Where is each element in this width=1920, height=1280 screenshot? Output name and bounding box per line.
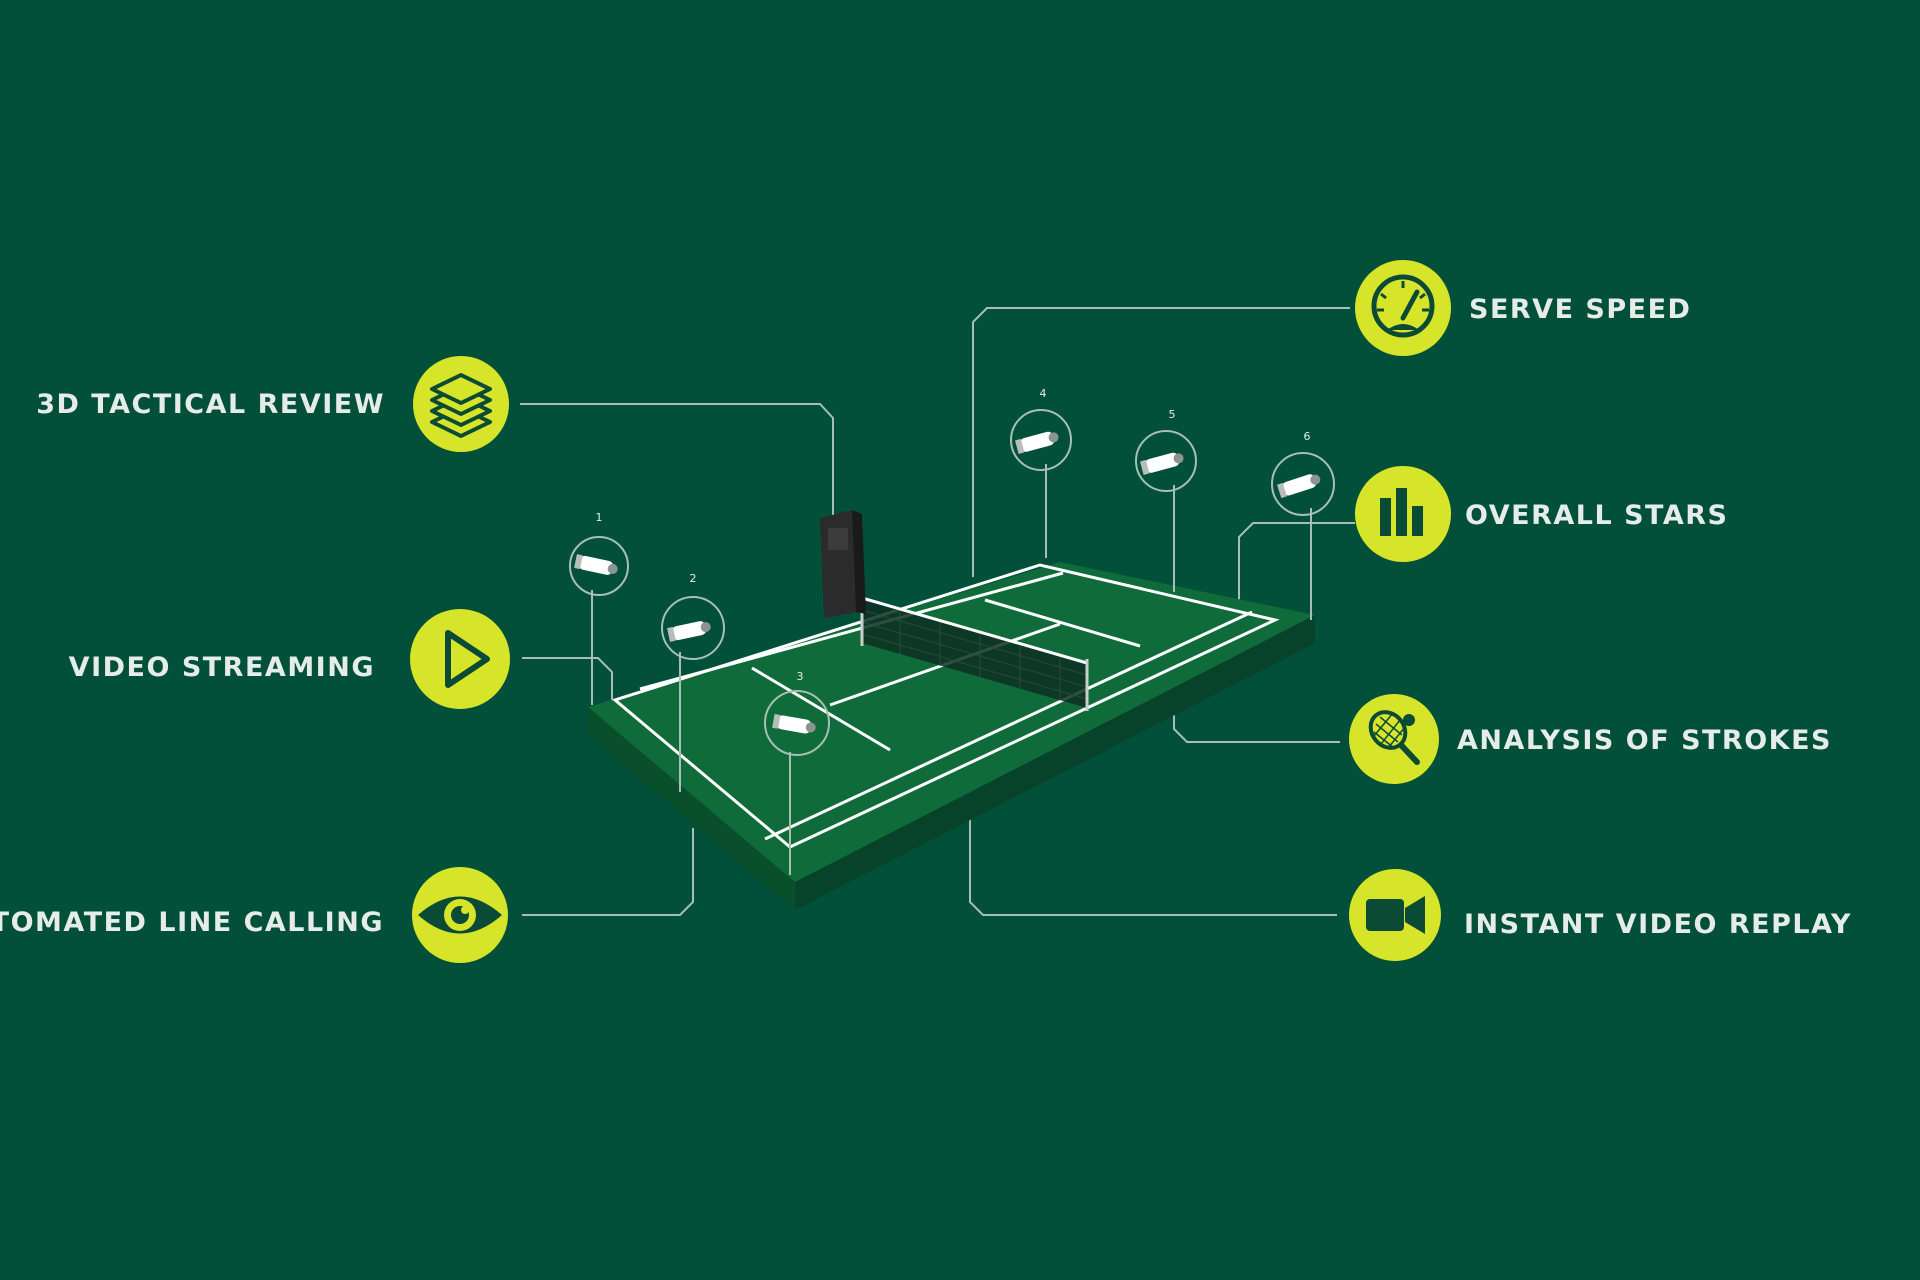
feature-overall-stars: OVERALL STARS	[1355, 466, 1728, 562]
feature-video-streaming: VIDEO STREAMING	[69, 609, 510, 709]
tennis-racket-icon	[1368, 710, 1420, 765]
bar-chart-icon	[1380, 488, 1423, 536]
court-side-left	[588, 707, 795, 910]
video-replay-label: INSTANT VIDEO REPLAY	[1464, 909, 1852, 940]
line-calling-label: AUTOMATED LINE CALLING	[0, 907, 384, 938]
tennis-net	[860, 594, 1089, 711]
tactical-review-label: 3D TACTICAL REVIEW	[36, 389, 385, 420]
camera-4: 4	[1010, 387, 1072, 558]
camera-6: 6	[1271, 430, 1335, 620]
connector-tactical-review	[520, 403, 834, 515]
camera-2: 2	[661, 572, 725, 792]
singles-sideline-b	[764, 610, 1253, 841]
connector-overall-stars	[1238, 522, 1355, 600]
video-streaming-label: VIDEO STREAMING	[69, 652, 375, 683]
connector-video-streaming	[522, 657, 613, 705]
server-tower-icon	[820, 510, 866, 618]
feature-line-calling: AUTOMATED LINE CALLING	[0, 867, 508, 963]
court-side-right	[795, 615, 1315, 910]
feature-stroke-analysis: ANALYSIS OF STROKES	[1349, 694, 1832, 784]
camera-number-6: 6	[1304, 430, 1311, 443]
overall-stars-label: OVERALL STARS	[1465, 500, 1728, 531]
feature-video-replay: INSTANT VIDEO REPLAY	[1349, 869, 1852, 961]
net-mesh	[862, 598, 1087, 708]
camera-number-1: 1	[596, 511, 603, 524]
feature-tactical-review: 3D TACTICAL REVIEW	[36, 356, 509, 452]
net-tape	[861, 596, 1088, 665]
connector-video-replay	[969, 790, 1337, 916]
stroke-analysis-label: ANALYSIS OF STROKES	[1457, 725, 1832, 756]
camera-2-icon	[667, 621, 711, 642]
camera-number-2: 2	[690, 572, 697, 585]
singles-sideline-a	[639, 571, 1064, 691]
camera-1: 1	[569, 511, 629, 705]
serve-speed-label: SERVE SPEED	[1469, 294, 1691, 325]
camera-3: 3	[764, 670, 830, 875]
court-surface	[588, 562, 1315, 882]
service-line-near	[751, 666, 891, 752]
layers-icon	[430, 373, 492, 438]
play-icon	[445, 630, 490, 688]
camera-5-icon	[1140, 452, 1184, 475]
camera-3-icon	[772, 713, 816, 734]
serve-speed-badge	[1355, 260, 1451, 356]
cameras: 1 2 3	[569, 387, 1335, 875]
camera-number-4: 4	[1040, 387, 1047, 400]
camera-number-5: 5	[1169, 408, 1176, 421]
video-camera-icon	[1366, 896, 1425, 934]
camera-5: 5	[1135, 408, 1197, 592]
service-line-far	[984, 598, 1141, 648]
connector-lines	[520, 307, 1355, 916]
camera-4-icon	[1015, 431, 1059, 454]
connector-line-calling	[522, 828, 694, 916]
speedometer-icon	[1371, 274, 1435, 338]
tennis-court	[588, 562, 1315, 910]
connector-serve-speed	[972, 307, 1350, 577]
camera-6-icon	[1277, 474, 1321, 499]
feature-serve-speed: SERVE SPEED	[1355, 260, 1691, 356]
camera-number-3: 3	[797, 670, 804, 683]
eye-icon	[418, 896, 502, 934]
camera-1-icon	[574, 554, 618, 575]
